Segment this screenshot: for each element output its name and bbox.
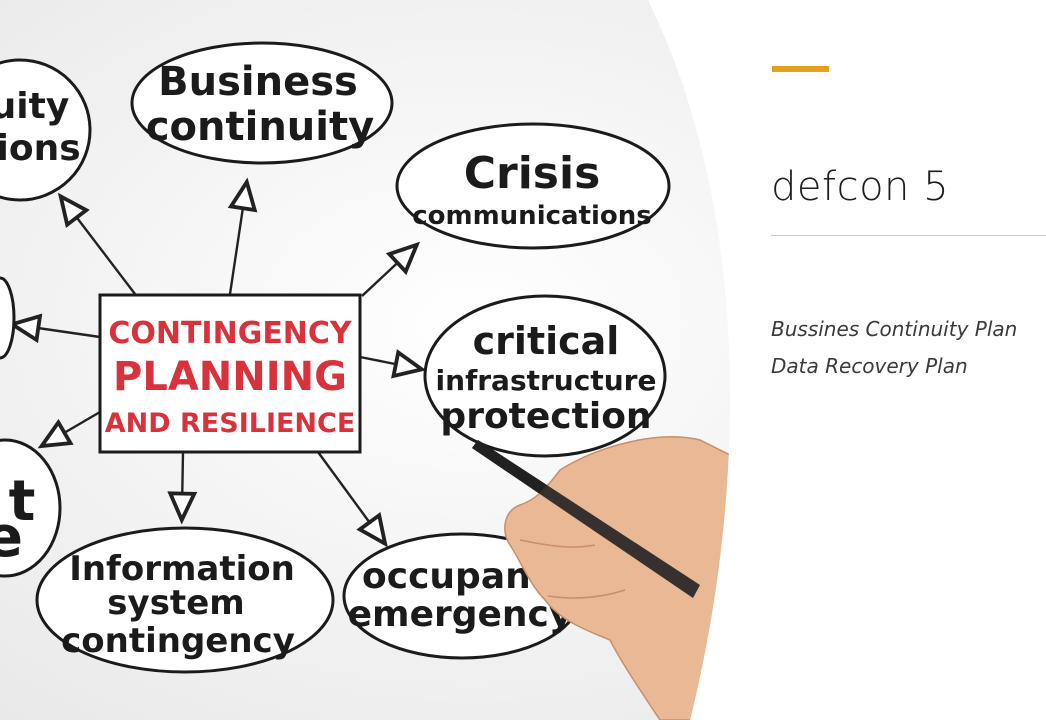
bubble-text: system bbox=[107, 583, 244, 623]
svg-text:PLANNING: PLANNING bbox=[113, 354, 347, 400]
bubble-crisis-communications bbox=[395, 122, 671, 250]
bubble-business-continuity bbox=[130, 41, 394, 165]
bubble-text: emergency bbox=[348, 594, 573, 635]
bubble-left-partial bbox=[0, 276, 16, 360]
center-box-text: CONTINGENCY PLANNING AND RESILIENCE bbox=[105, 316, 356, 439]
bubble-text: tions bbox=[0, 128, 81, 169]
slide-title: defcon 5 bbox=[771, 164, 950, 210]
bubble-text: uity bbox=[0, 86, 69, 127]
bubble-text: e bbox=[0, 505, 23, 570]
subtitle-line: Bussines Continuity Plan bbox=[771, 317, 1018, 341]
bubble-text: infrastructure bbox=[436, 364, 657, 397]
bubble-critical-infrastructure bbox=[423, 294, 667, 458]
bubble-text: critical bbox=[473, 319, 620, 363]
bubble-text: contingency bbox=[61, 621, 295, 661]
bubble-information-system bbox=[35, 526, 335, 674]
center-box bbox=[98, 293, 362, 454]
accent-bar bbox=[772, 66, 829, 72]
hand-with-pen bbox=[472, 436, 731, 720]
bubble-text: Information bbox=[69, 549, 295, 589]
bubble-top-left-partial bbox=[0, 58, 92, 202]
svg-text:CONTINGENCY: CONTINGENCY bbox=[108, 316, 353, 351]
bubble-text: t bbox=[9, 469, 36, 534]
bubble-text: protection bbox=[440, 396, 651, 437]
subtitle-list: Bussines Continuity Plan Data Recovery P… bbox=[771, 311, 1017, 385]
bubble-text: continuity bbox=[146, 104, 374, 150]
bubble-text: occupant bbox=[362, 556, 548, 597]
bubble-text: communications bbox=[412, 201, 652, 231]
bubble-text: Business bbox=[158, 59, 358, 105]
subtitle-line: Data Recovery Plan bbox=[771, 354, 968, 378]
svg-text:AND RESILIENCE: AND RESILIENCE bbox=[105, 408, 356, 439]
bubble-text: Crisis bbox=[464, 148, 601, 199]
title-divider bbox=[771, 235, 1046, 236]
bubble-bottom-left-partial bbox=[0, 438, 62, 578]
arrows bbox=[7, 177, 427, 548]
